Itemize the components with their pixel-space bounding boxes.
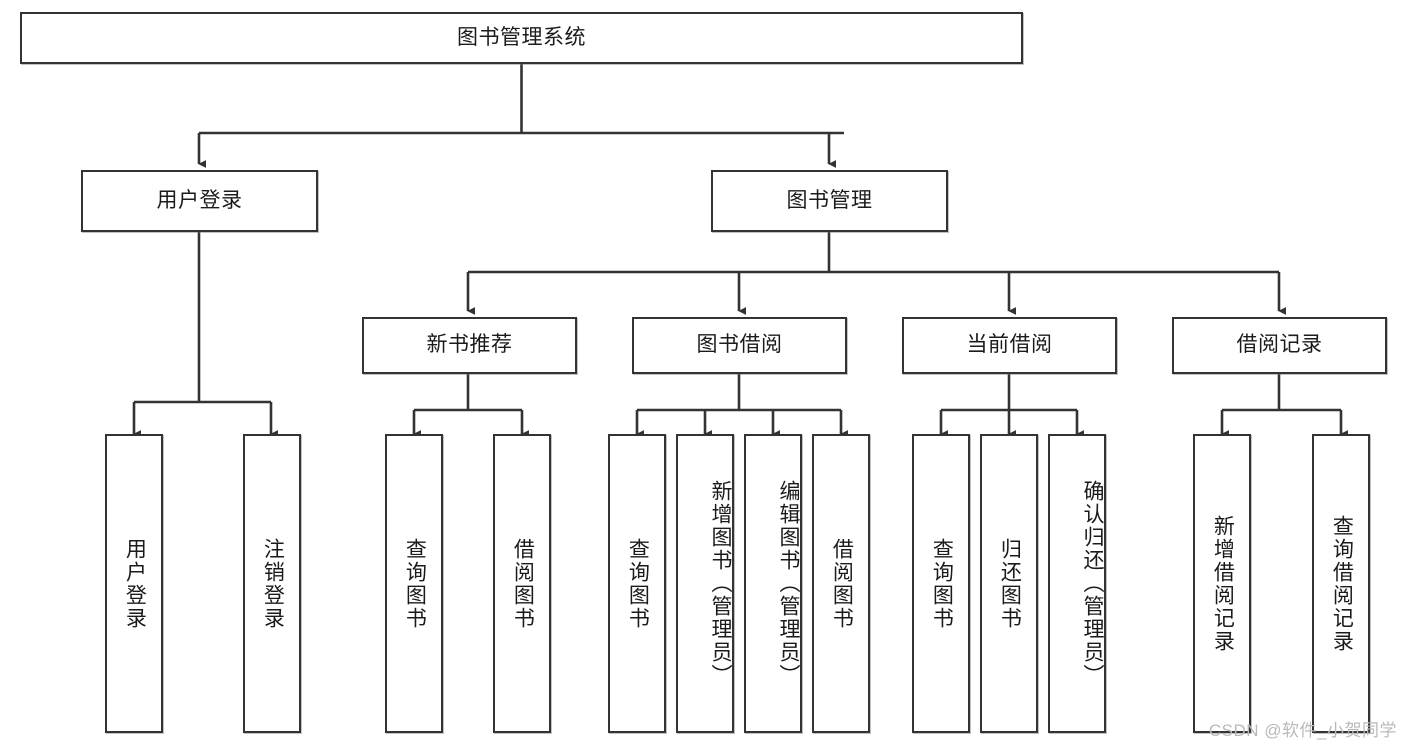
node-label: 当前借阅 (966, 333, 1053, 357)
node-label: 图书管理 (786, 188, 873, 212)
node-label: 用户登录 (123, 537, 147, 630)
node-new-book-recommend[interactable]: 新书推荐 (362, 317, 577, 374)
node-label: 查询图书 (930, 537, 954, 630)
leaf-book-borrow-edit-book-admin[interactable]: 编辑图书（管理员） (744, 434, 802, 733)
node-label: 用户登录 (156, 188, 243, 212)
node-label: 注销登录 (261, 537, 285, 630)
leaf-current-borrow-confirm-return-admin[interactable]: 确认归还（管理员） (1048, 434, 1106, 733)
node-label: 新增借阅记录 (1211, 514, 1235, 653)
node-label: 借阅图书 (511, 537, 535, 630)
leaf-user-login-login[interactable]: 用户登录 (105, 434, 163, 733)
node-label: 查询图书 (626, 537, 650, 630)
leaf-new-book-borrow-book[interactable]: 借阅图书 (493, 434, 551, 733)
node-label: 查询借阅记录 (1330, 514, 1354, 653)
node-label: 新增图书（管理员） (709, 480, 732, 687)
leaf-book-borrow-add-book-admin[interactable]: 新增图书（管理员） (676, 434, 734, 733)
node-book-borrow[interactable]: 图书借阅 (632, 317, 847, 374)
node-current-borrow[interactable]: 当前借阅 (902, 317, 1117, 374)
leaf-book-borrow-borrow-book[interactable]: 借阅图书 (812, 434, 870, 733)
node-user-login[interactable]: 用户登录 (81, 170, 318, 232)
node-label: 查询图书 (403, 537, 427, 630)
node-borrow-records[interactable]: 借阅记录 (1172, 317, 1387, 374)
node-label: 图书管理系统 (457, 25, 586, 49)
node-root-book-management-system[interactable]: 图书管理系统 (20, 12, 1023, 64)
watermark-credit: CSDN @软件_小贺同学 (1208, 721, 1397, 740)
leaf-user-login-logout[interactable]: 注销登录 (243, 434, 301, 733)
leaf-current-borrow-query-book[interactable]: 查询图书 (912, 434, 970, 733)
node-label: 图书借阅 (696, 333, 783, 357)
node-label: 借阅图书 (830, 537, 854, 630)
leaf-book-borrow-query-book[interactable]: 查询图书 (608, 434, 666, 733)
leaf-borrow-records-add-record[interactable]: 新增借阅记录 (1193, 434, 1251, 733)
node-label: 借阅记录 (1236, 333, 1323, 357)
leaf-new-book-query-book[interactable]: 查询图书 (385, 434, 443, 733)
leaf-borrow-records-query-record[interactable]: 查询借阅记录 (1312, 434, 1370, 733)
node-label: 归还图书 (998, 537, 1022, 630)
node-label: 新书推荐 (426, 333, 513, 357)
leaf-current-borrow-return-book[interactable]: 归还图书 (980, 434, 1038, 733)
node-label: 确认归还（管理员） (1081, 480, 1104, 687)
node-label: 编辑图书（管理员） (777, 480, 800, 687)
node-book-management[interactable]: 图书管理 (711, 170, 948, 232)
